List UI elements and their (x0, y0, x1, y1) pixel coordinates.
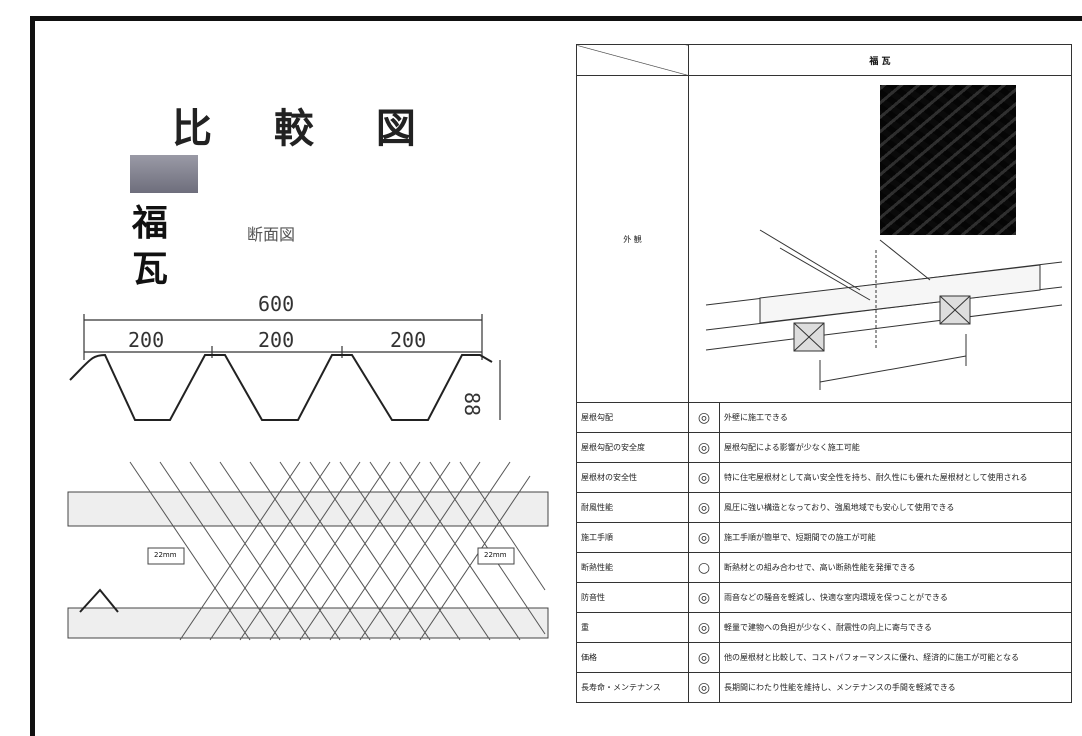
table-row: 耐風性能◎風圧に強い構造となっており、強風地域でも安心して使用できる (576, 492, 1072, 523)
dimension-segment-2: 200 (258, 328, 295, 352)
row-description: 軽量で建物への負担が少なく、耐震性の向上に寄与できる (719, 612, 1072, 643)
page-title: 比 較 図 (172, 105, 440, 152)
logo-kanji-bottom: 瓦 (132, 248, 169, 290)
row-rating-mark: ◎ (688, 522, 720, 553)
pitch-label-right: 22mm (484, 551, 507, 559)
table-row: 長寿命・メンテナンス◎長期間にわたり性能を維持し、メンテナンスの手間を軽減できる (576, 672, 1072, 703)
roof-lattice-drawing (67, 461, 549, 641)
corrugated-profile (69, 353, 493, 421)
row-description: 長期間にわたり性能を維持し、メンテナンスの手間を軽減できる (719, 672, 1072, 703)
row-description: 断熱材との組み合わせで、高い断熱性能を発揮できる (719, 552, 1072, 583)
dimension-total: 600 (258, 292, 295, 316)
logo-band (130, 155, 198, 193)
row-description: 他の屋根材と比較して、コストパフォーマンスに優れ、経済的に施工が可能となる (719, 642, 1072, 673)
row-rating-mark: ○ (688, 552, 720, 583)
dimension-lines (83, 314, 501, 420)
table-row: 断熱性能○断熱材との組み合わせで、高い断熱性能を発揮できる (576, 552, 1072, 583)
technical-drawing (67, 314, 549, 641)
logo-kanji-top: 福 (132, 202, 169, 244)
table-row: 防音性◎雨音などの騒音を軽減し、快適な室内環境を保つことができる (576, 582, 1072, 613)
table-row: 屋根勾配◎外壁に施工できる (576, 402, 1072, 433)
table-row: 重◎軽量で建物への負担が少なく、耐震性の向上に寄与できる (576, 612, 1072, 643)
dimension-segment-3: 200 (390, 328, 427, 352)
brand-logo: 福 瓦 (130, 155, 198, 293)
table-row: 価格◎他の屋根材と比較して、コストパフォーマンスに優れ、経済的に施工が可能となる (576, 642, 1072, 673)
table-row: 施工手順◎施工手順が簡単で、短期間での施工が可能 (576, 522, 1072, 553)
installation-section-drawing (705, 229, 1063, 390)
row-description: 雨音などの騒音を軽減し、快適な室内環境を保つことができる (719, 582, 1072, 613)
dimension-segment-1: 200 (128, 328, 165, 352)
pitch-label-left: 22mm (154, 551, 177, 559)
row-rating-mark: ◎ (688, 492, 720, 523)
roof-tile-photo (880, 85, 1016, 235)
row-description: 風圧に強い構造となっており、強風地域でも安心して使用できる (719, 492, 1072, 523)
drawing-frame (30, 16, 1082, 736)
row-item-label: 屋根材の安全性 (576, 462, 689, 493)
row-rating-mark: ◎ (688, 672, 720, 703)
row-rating-mark: ◎ (688, 462, 720, 493)
table-row: 屋根材の安全性◎特に住宅屋根材として高い安全性を持ち、耐久性にも優れた屋根材とし… (576, 462, 1072, 493)
row-item-label: 価格 (576, 642, 689, 673)
section-label: 断面図 (247, 225, 296, 244)
table-corner-cell (576, 44, 689, 76)
row-item-label: 長寿命・メンテナンス (576, 672, 689, 703)
row-item-label: 耐風性能 (576, 492, 689, 523)
row-item-label: 重 (576, 612, 689, 643)
table-header-row: 福 瓦 (576, 44, 1072, 76)
table-header: 福 瓦 (688, 44, 1072, 76)
